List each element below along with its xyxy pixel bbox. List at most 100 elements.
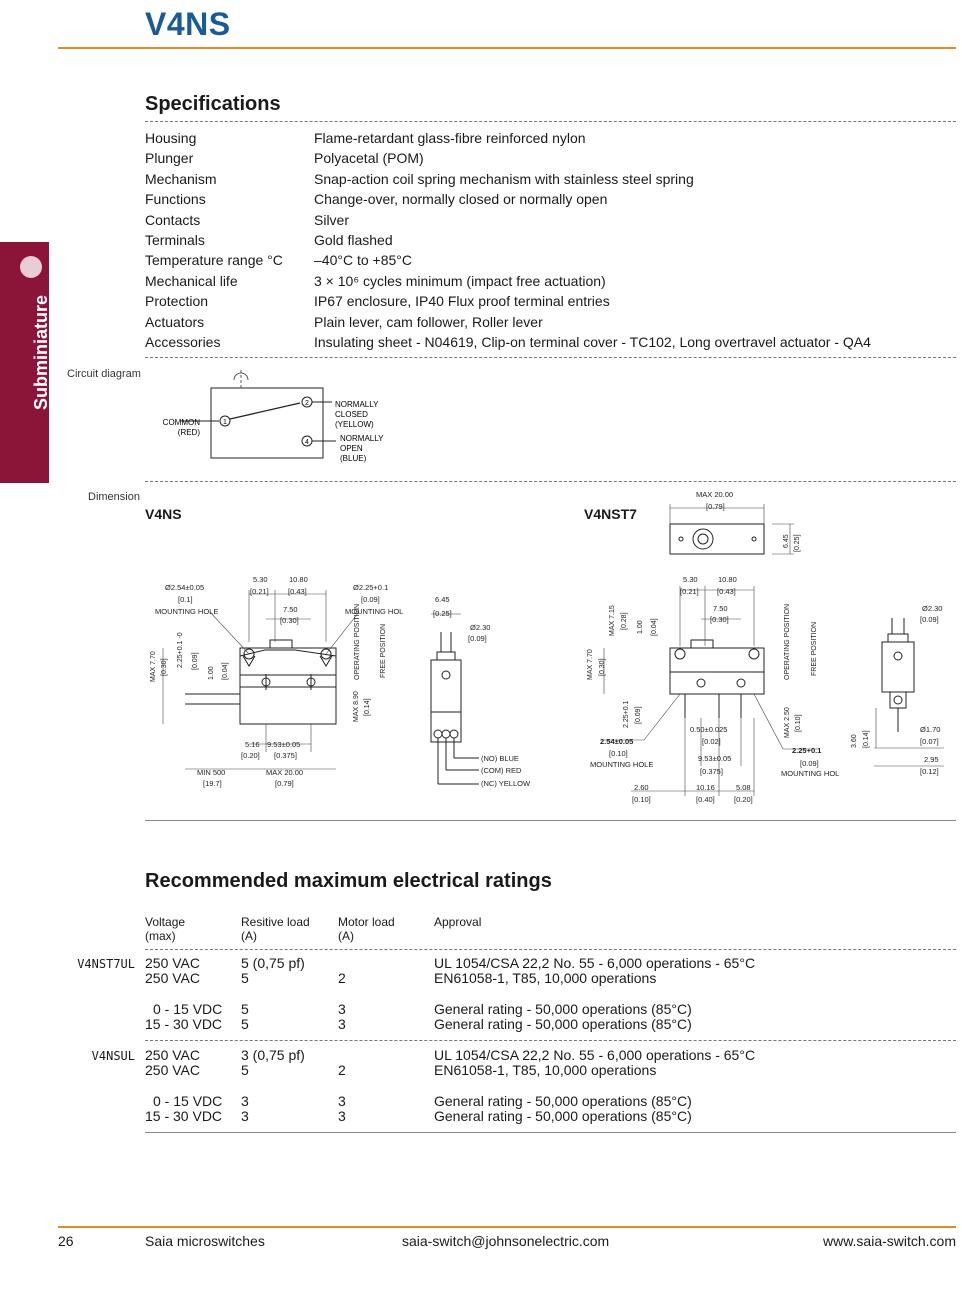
v4nst7-d230: Ø2.30: [922, 604, 942, 613]
spec-label: Terminals: [145, 232, 205, 248]
ratings-cell-voltage: 250 VAC: [145, 970, 200, 986]
spec-label: Mechanical life: [145, 272, 238, 289]
no-label-1: NORMALLY: [340, 434, 384, 443]
v4nst7-d360-in: [0.14]: [863, 730, 870, 748]
common-label: COMMON: [163, 418, 201, 427]
v4ns-d530-in: [0.21]: [250, 587, 269, 596]
v4nst7-d1080: 10.80: [718, 575, 737, 584]
v4nst7-d225-in: [0.09]: [635, 706, 642, 724]
title-rule: [58, 47, 956, 49]
ratings-cell-resistive: 5: [241, 1001, 249, 1017]
ratings-cell-motor: 3: [338, 1093, 346, 1109]
v4nst7-max250: MAX 2.50: [784, 707, 791, 738]
ratings-header: Resitive load: [241, 915, 310, 929]
ratings-header: Motor load: [338, 915, 395, 929]
v4ns-max770-in: [0.30]: [161, 658, 168, 676]
ratings-cell-voltage: 15 - 30 VDC: [145, 1108, 223, 1124]
v4nst7-d295: 2.95: [924, 755, 939, 764]
circuit-caption: Circuit diagram: [67, 368, 141, 380]
dimension-bottom-rule: [145, 820, 956, 821]
v4nst7-d1016: 10.16: [696, 783, 715, 792]
v4ns-d750-in: [0.30]: [280, 616, 299, 625]
v4ns-d254: Ø2.54±0.05: [165, 583, 204, 592]
v4ns-d1080: 10.80: [289, 575, 308, 584]
ratings-cell-approval: EN61058-1, T85, 10,000 operations: [434, 970, 657, 986]
v4nst7-d225b: 2.25+0.1: [792, 746, 821, 755]
nc-label-2: CLOSED: [335, 410, 368, 419]
ratings-model-label: V4NSUL: [91, 1049, 135, 1063]
v4ns-d750: 7.50: [283, 605, 298, 614]
spec-value: Snap-action coil spring mechanism with s…: [314, 170, 694, 187]
spec-value: 3 × 10⁶ cycles minimum (impact free actu…: [314, 272, 606, 289]
v4nst7-mounting-hol: MOUNTING HOL: [781, 769, 839, 778]
spec-value: –40°C to +85°C: [314, 252, 412, 269]
v4nst7-d750: 7.50: [713, 604, 728, 613]
spec-label: Protection: [145, 293, 209, 310]
v4nst7-d750-in: [0.30]: [710, 615, 729, 624]
v4ns-max890-in: [0.14]: [364, 698, 371, 716]
ratings-cell-voltage: 0 - 15 VDC: [153, 1001, 223, 1017]
specifications-heading: Specifications: [145, 93, 281, 115]
v4nst7-dimension-drawing: MAX 20.00 [0.79] 5.30 [0.21] 10.80 [0.43…: [587, 490, 944, 804]
v4nst7-d230-in: [0.09]: [920, 615, 939, 624]
v4nst7-d225b-in: [0.09]: [800, 759, 819, 768]
nc-label-1: NORMALLY: [335, 400, 379, 409]
v4ns-d1080-in: [0.43]: [288, 587, 307, 596]
v4nst7-d530-in: [0.21]: [680, 587, 699, 596]
v4nst7-d1016-in: [0.40]: [696, 795, 715, 804]
ratings-cell-voltage: 250 VAC: [145, 1062, 200, 1078]
ratings-cell-resistive: 5: [241, 1062, 249, 1078]
nc-label-3: (YELLOW): [335, 420, 374, 429]
no-label-3: (BLUE): [340, 454, 367, 463]
v4ns-d225b-in: [0.09]: [192, 652, 199, 670]
v4ns-d225-in: [0.09]: [361, 595, 380, 604]
v4nst7-max2000: MAX 20.00: [696, 490, 733, 499]
spec-value: Polyacetal (POM): [314, 150, 424, 167]
ratings-cell-voltage: 15 - 30 VDC: [145, 1016, 223, 1032]
v4ns-d953: 9.53±0.05: [267, 740, 300, 749]
v4ns-d645: 6.45: [435, 595, 450, 604]
spec-label: Mechanism: [145, 170, 217, 187]
v4nst7-d050-in: [0.02]: [702, 737, 721, 746]
spec-label: Contacts: [145, 211, 201, 228]
v4nst7-max715-in: [0.28]: [621, 612, 628, 630]
ratings-cell-approval: EN61058-1, T85, 10,000 operations: [434, 1062, 657, 1078]
ratings-cell-voltage: 250 VAC: [145, 1047, 200, 1063]
v4nst7-d530: 5.30: [683, 575, 698, 584]
side-tab-label: Subminiature: [31, 294, 51, 410]
v4ns-d645-in: [0.25]: [433, 609, 452, 618]
ratings-header: (max): [145, 929, 176, 943]
ratings-cell-approval: General rating - 50,000 operations (85°C…: [434, 1001, 692, 1017]
v4nst7-d100: 1.00: [637, 620, 644, 634]
v4ns-d100: 1.00: [208, 666, 215, 680]
v4ns-max2000-in: [0.79]: [275, 779, 294, 788]
v4nst7-d254: 2.54±0.05: [600, 737, 633, 746]
v4ns-max890: MAX 8.90: [353, 691, 360, 722]
footer-email: saia-switch@johnsonelectric.com: [402, 1233, 610, 1249]
v4ns-d100-in: [0.04]: [222, 662, 229, 680]
v4nst7-max2000-in: [0.79]: [706, 502, 725, 511]
v4nst7-d170-in: [0.07]: [920, 737, 939, 746]
v4nst7-d295-in: [0.12]: [920, 767, 939, 776]
v4ns-d953-in: [0.375]: [274, 751, 297, 760]
spec-value: Flame-retardant glass-fibre reinforced n…: [314, 130, 586, 146]
v4nst7-max250-in: [0.10]: [795, 714, 802, 732]
dimension-caption: Dimension: [88, 491, 140, 503]
ratings-rule: [145, 1132, 956, 1133]
page-title: V4NS: [145, 6, 231, 42]
ratings-cell-approval: General rating - 50,000 operations (85°C…: [434, 1093, 692, 1109]
v4ns-max770: MAX 7.70: [150, 651, 157, 682]
v4ns-d516-in: [0.20]: [241, 751, 260, 760]
v4ns-dimension-drawing: Ø2.54±0.05 [0.1] MOUNTING HOLE 5.30 [0.2…: [150, 575, 531, 788]
v4nst7-operating: OPERATING POSITION: [784, 604, 791, 680]
ratings-header: Approval: [434, 915, 482, 929]
v4ns-d230: Ø2.30: [470, 623, 490, 632]
v4ns-nc-yellow: (NC) YELLOW: [481, 779, 531, 788]
spec-label: Housing: [145, 130, 197, 146]
v4ns-operating: OPERATING POSITION: [354, 604, 361, 680]
v4nst7-d645-in: [0.25]: [794, 534, 801, 552]
spec-label: Actuators: [145, 313, 205, 330]
